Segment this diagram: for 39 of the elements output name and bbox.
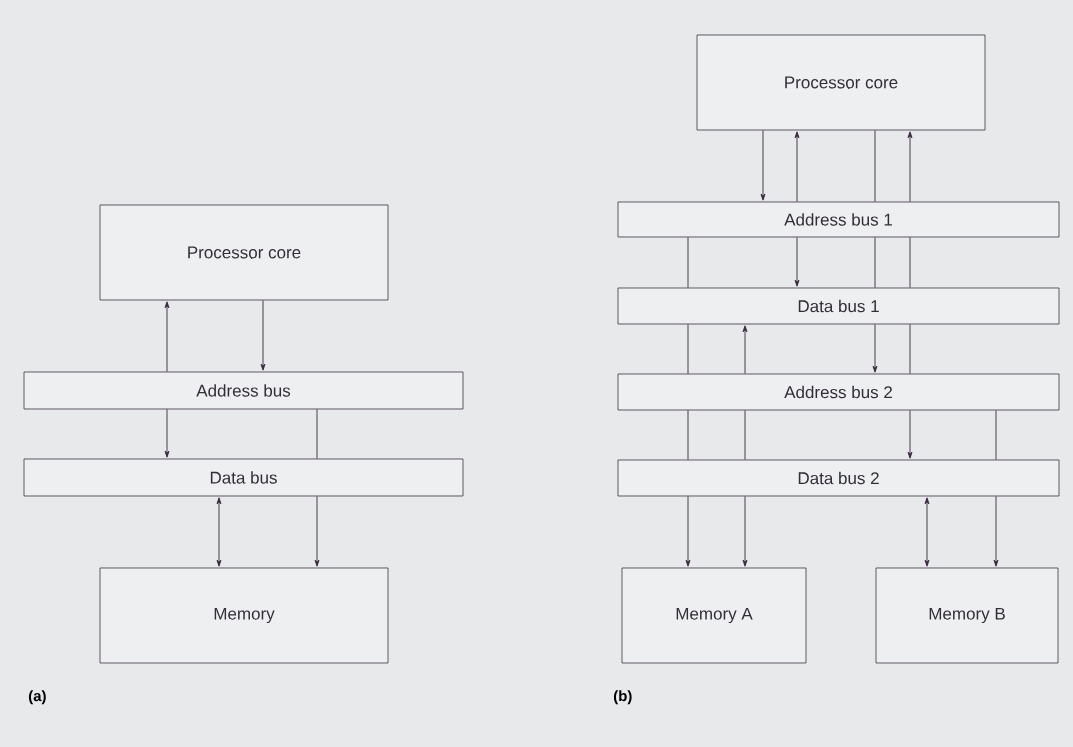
component-box: Memory bbox=[99, 567, 389, 664]
component-box: Processor core bbox=[696, 34, 986, 131]
connector-line bbox=[995, 409, 997, 461]
arrow bbox=[794, 236, 800, 287]
connector-line bbox=[687, 323, 689, 375]
bus-bar: Address bus 2 bbox=[617, 373, 1060, 411]
arrow bbox=[907, 131, 913, 203]
arrow bbox=[794, 131, 800, 203]
arrow bbox=[742, 495, 748, 567]
arrow bbox=[314, 495, 320, 567]
connector-line bbox=[687, 409, 689, 461]
component-box: Memory A bbox=[621, 567, 807, 664]
arrow bbox=[685, 495, 691, 567]
component-box: Processor core bbox=[99, 204, 389, 301]
arrow bbox=[872, 323, 878, 373]
arrow bbox=[216, 497, 222, 567]
bus-bar: Data bus 1 bbox=[617, 287, 1060, 325]
arrow bbox=[760, 129, 766, 201]
arrow bbox=[907, 409, 913, 459]
arrow bbox=[924, 497, 930, 567]
connector-line bbox=[316, 408, 318, 460]
connector-line bbox=[874, 129, 876, 203]
connector-line bbox=[874, 236, 876, 289]
panel-label: (b) bbox=[613, 690, 632, 705]
arrow bbox=[742, 325, 748, 375]
arrow bbox=[164, 408, 170, 458]
connector-line bbox=[744, 409, 746, 461]
bus-bar: Address bus bbox=[23, 371, 464, 410]
arrow bbox=[993, 495, 999, 567]
panel-label: (a) bbox=[28, 690, 46, 705]
bus-bar: Data bus 2 bbox=[617, 459, 1060, 497]
component-box: Memory B bbox=[875, 567, 1059, 664]
connector-line bbox=[909, 236, 911, 289]
arrow bbox=[260, 299, 266, 371]
bus-bar: Data bus bbox=[23, 458, 464, 497]
connector-line bbox=[687, 236, 689, 289]
bus-bar: Address bus 1 bbox=[617, 201, 1060, 238]
arrow bbox=[164, 301, 170, 373]
connector-line bbox=[909, 323, 911, 375]
